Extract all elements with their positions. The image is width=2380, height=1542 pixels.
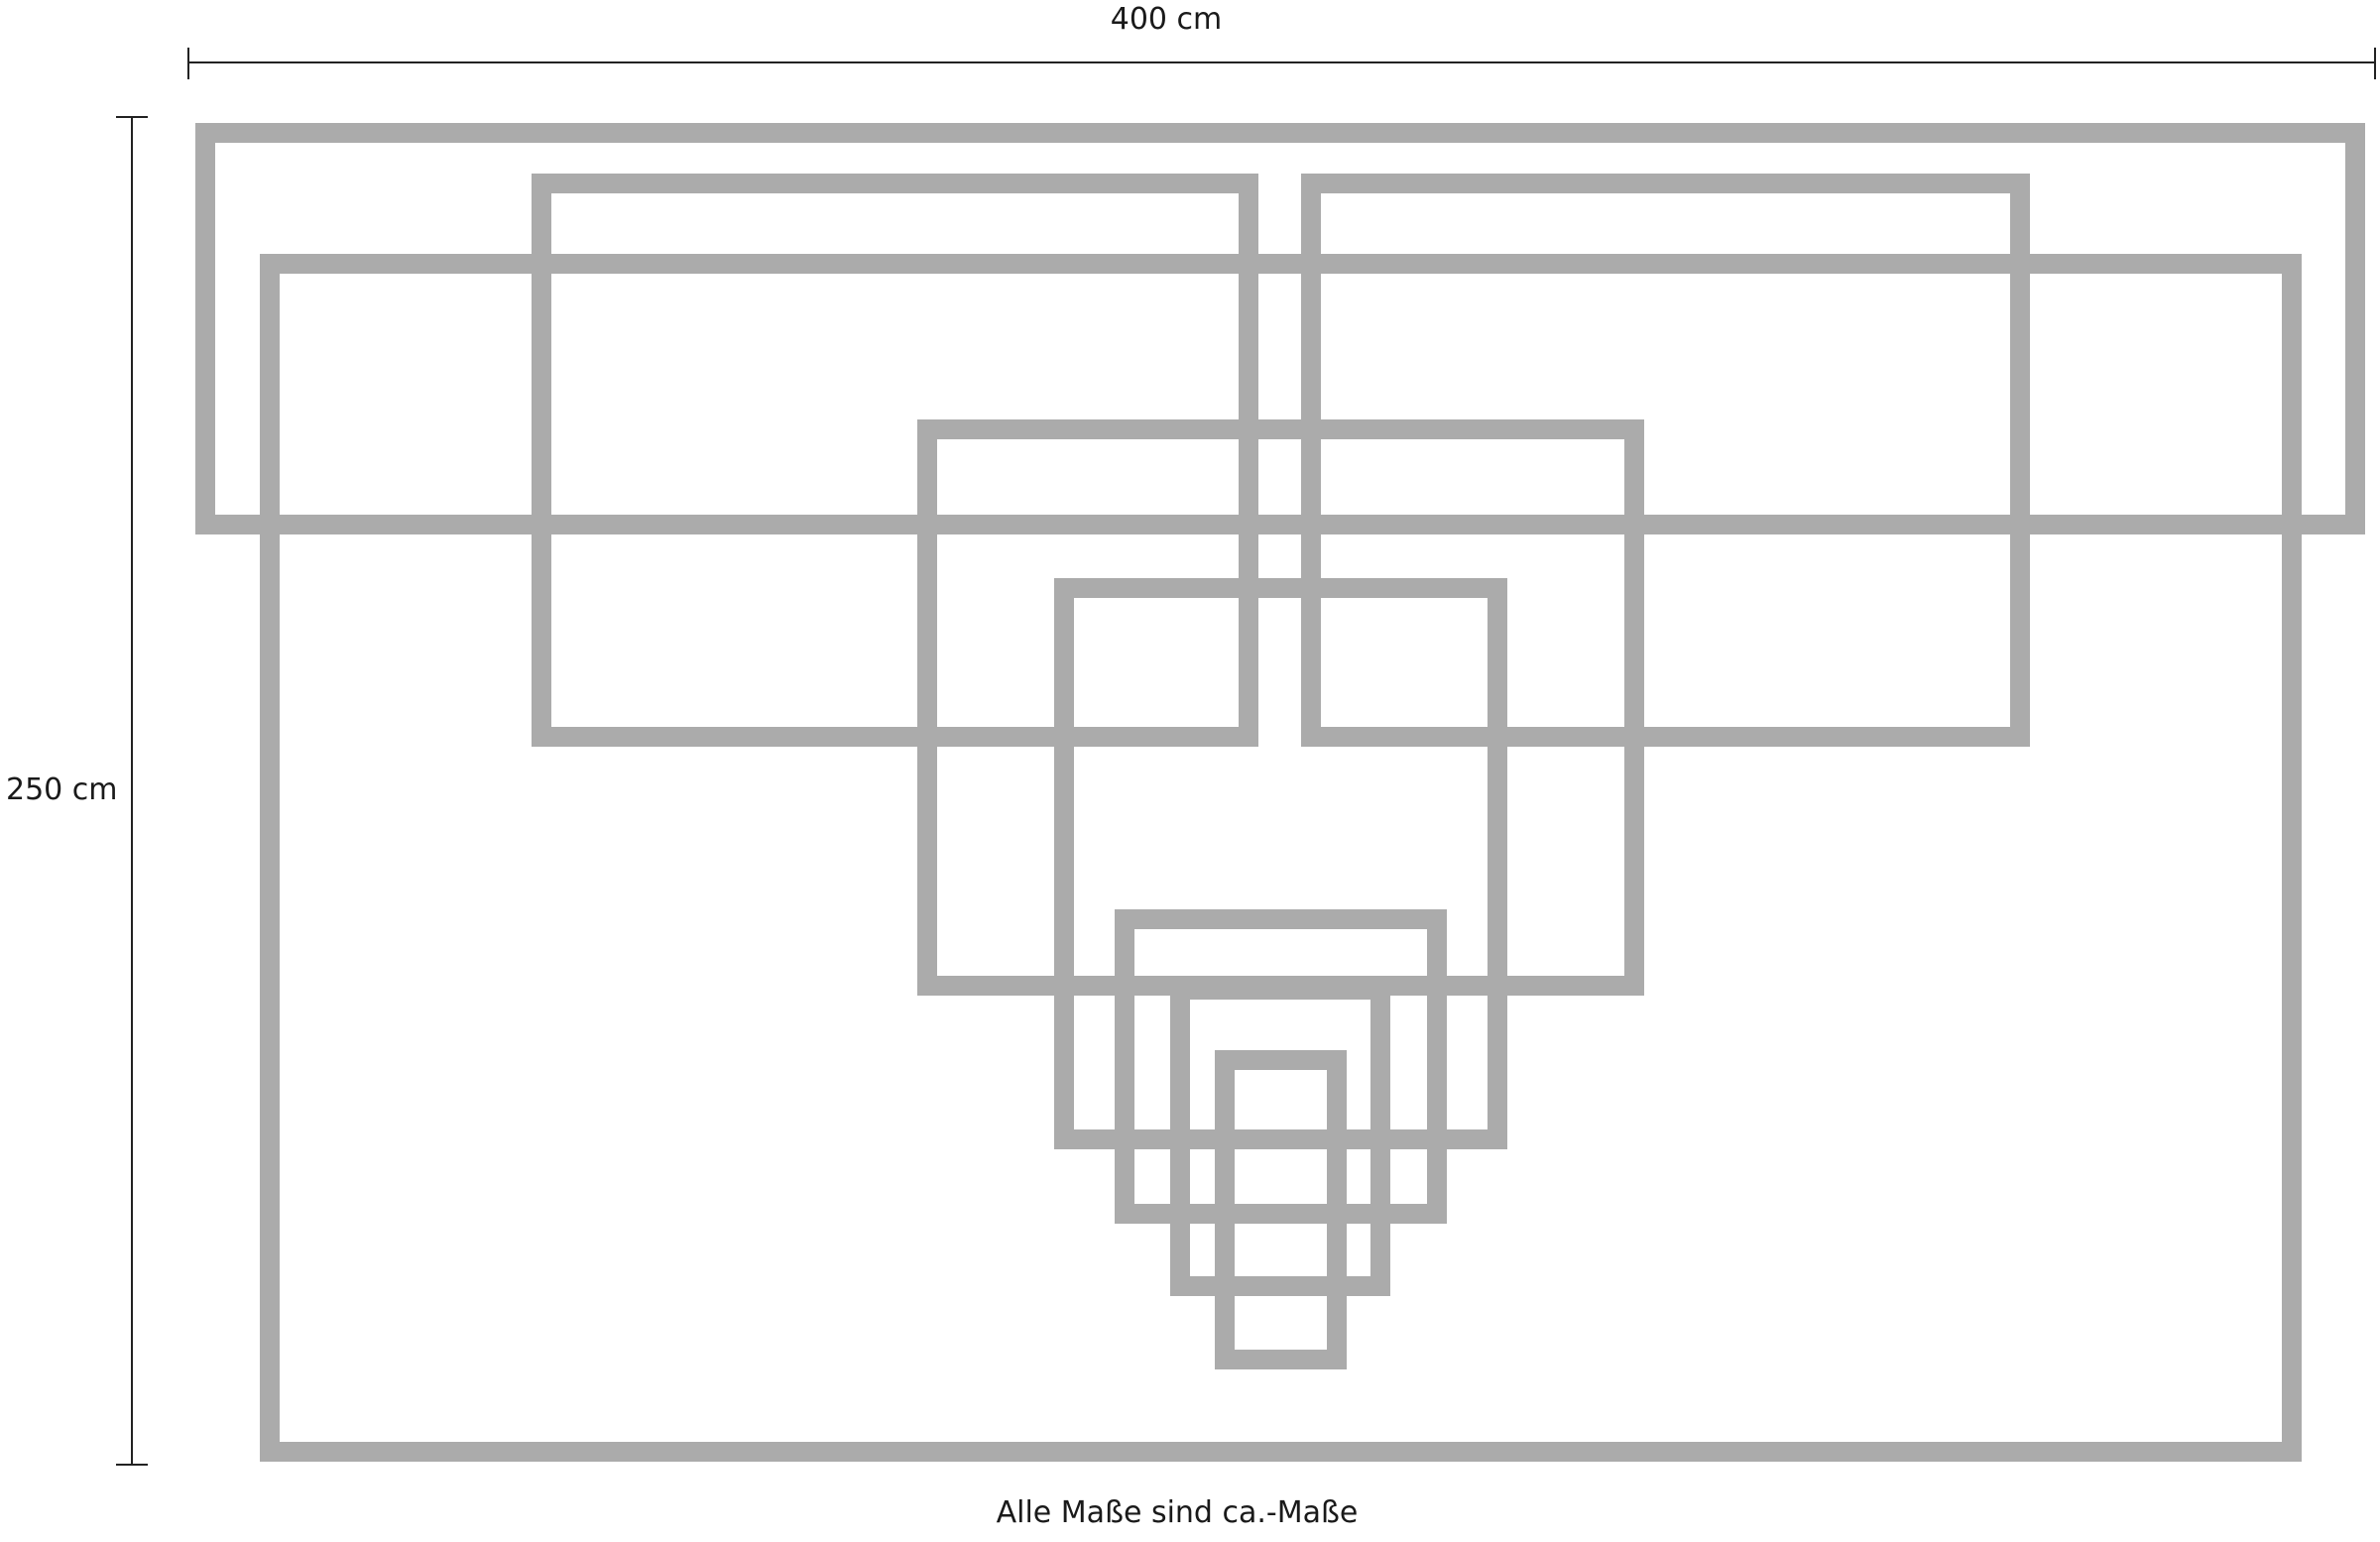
frame-lower-2 [1170,980,1390,1296]
frame-large-bottom [260,254,2302,1462]
width-dimension-line [187,48,2376,79]
frames-group [195,123,2365,1462]
measurement-note-text: Alle Maße sind ca.-Maße [996,1495,1359,1530]
frame-center [1054,578,1507,1149]
width-dimension-text: 400 cm [1110,2,1223,37]
height-dimension-text: 250 cm [6,772,118,807]
height-dimension-label: 250 cm [6,772,118,807]
measurement-note: Alle Maße sind ca.-Maße [0,1495,2380,1530]
frame-lower-1 [1115,909,1447,1224]
frame-lower-3 [1215,1050,1347,1369]
frame-middle [917,419,1644,996]
width-dimension-label: 400 cm [0,2,2380,37]
height-dimension-line [116,116,148,1466]
frame-top-wide [195,123,2365,534]
frame-upper-left [532,174,1258,747]
frame-upper-right [1301,174,2030,747]
